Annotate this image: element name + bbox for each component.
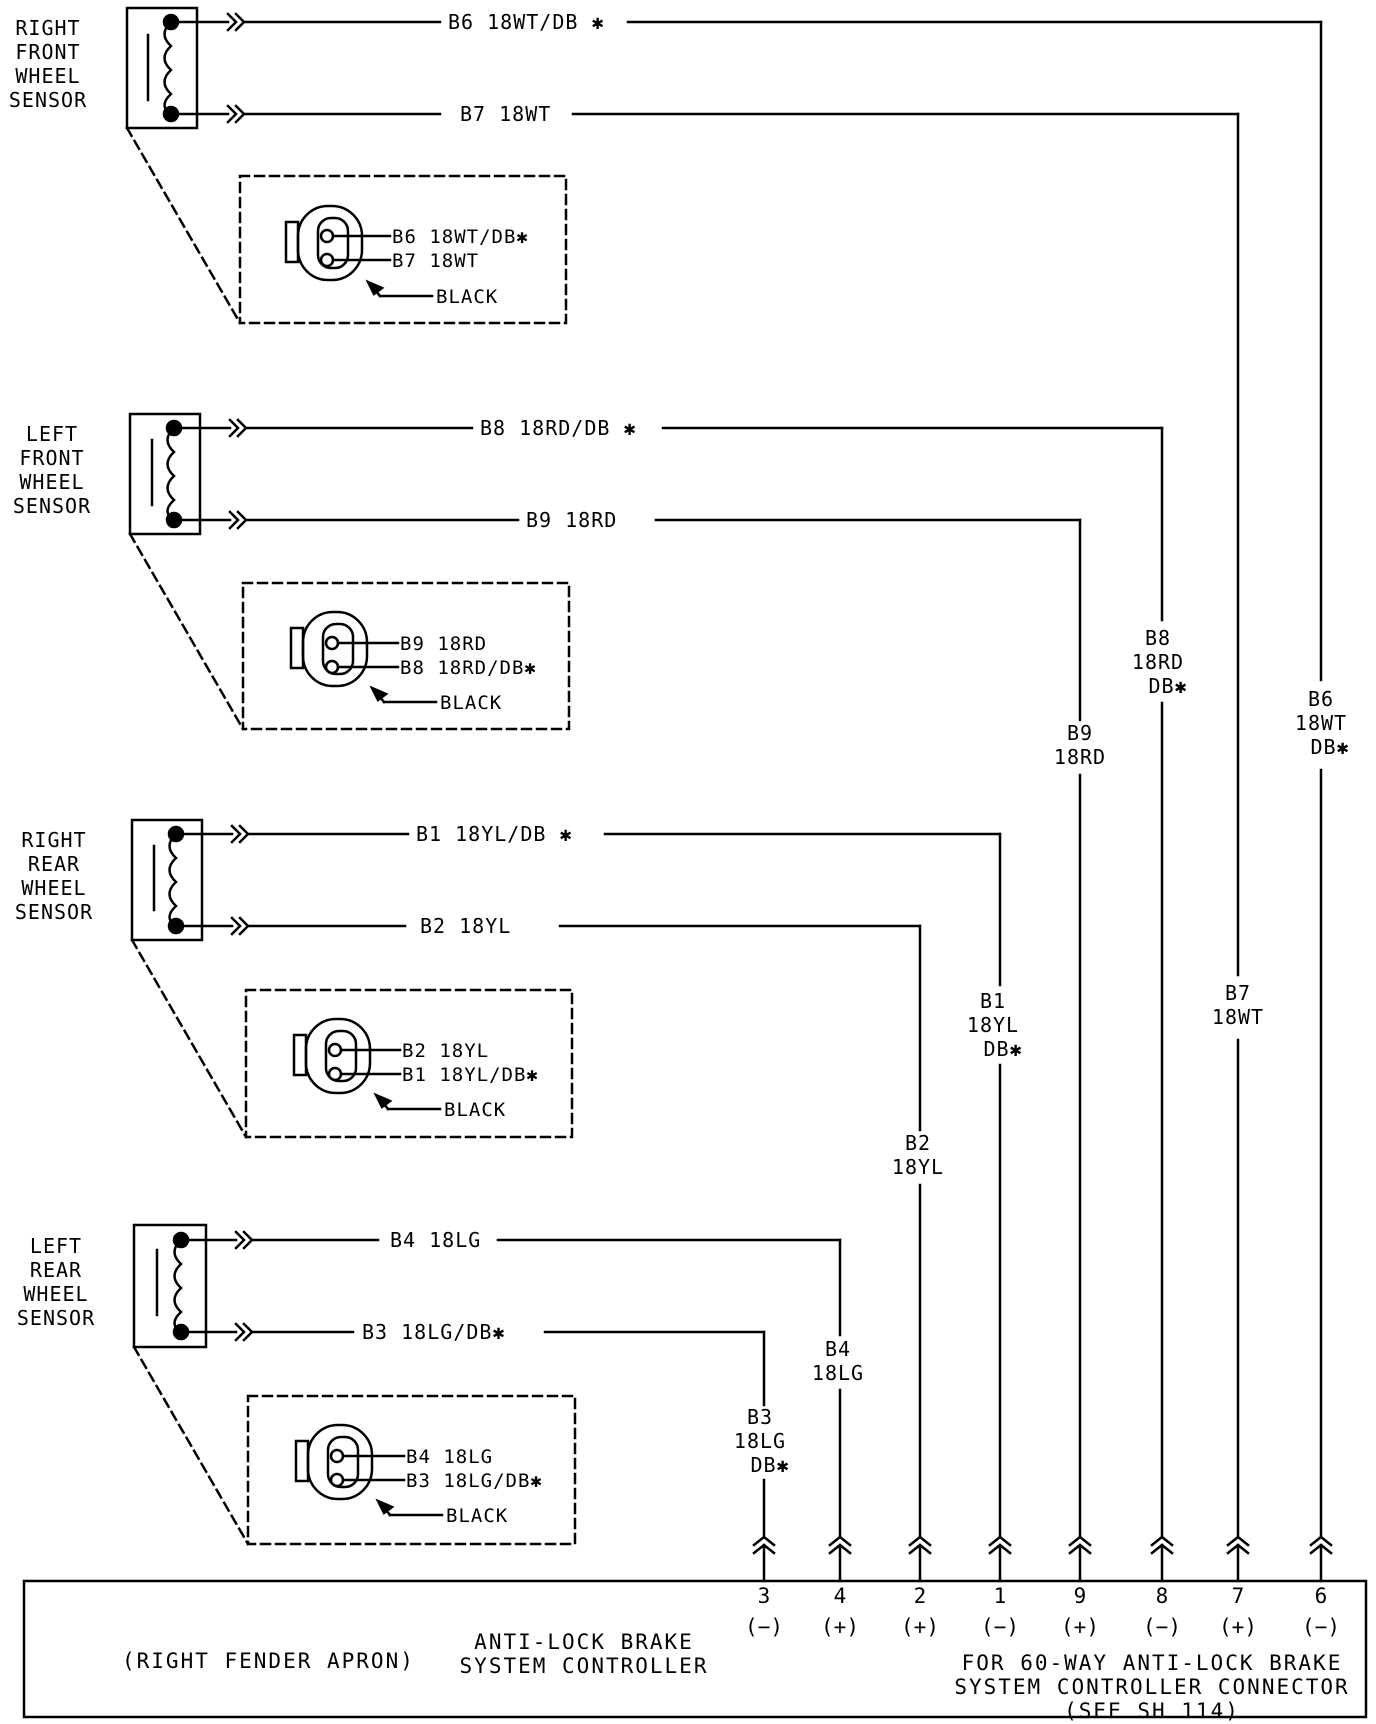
sensor-name-line: REAR [28,852,80,876]
drop-label: DB✱ [983,1037,1022,1061]
controller-name-line: ANTI-LOCK BRAKE [474,1630,694,1654]
controller-note-line: FOR 60-WAY ANTI-LOCK BRAKE [962,1651,1343,1675]
drop-label: 18RD [1054,745,1106,769]
wire-label: B3 18LG/DB✱ [362,1320,505,1344]
pin-polarity: (−) [1302,1615,1340,1639]
pin-polarity: (−) [981,1615,1019,1639]
sensor-name-line: RIGHT [21,828,86,852]
drop-label: 18YL [892,1155,944,1179]
drop-label: B7 [1225,981,1251,1005]
connector-wire-label: B6 18WT/DB✱ [392,226,529,248]
drop-label: 18YL [967,1013,1019,1037]
connector-pin-markers [752,1535,1333,1583]
sensor-name-line: SENSOR [13,494,91,518]
connector-wire-label: B9 18RD [400,633,487,655]
pin-number: 6 [1315,1584,1328,1608]
drop-label: B6 [1308,687,1334,711]
sensor-name-left-front: LEFT FRONT WHEEL SENSOR [13,422,91,518]
connector-wire-label: B7 18WT [392,250,479,272]
connector-wire-label: B8 18RD/DB✱ [400,657,537,679]
wire-label: B2 18YL [420,914,511,938]
sensor-name-line: RIGHT [15,16,80,40]
drop-label: 18LG [734,1429,786,1453]
controller-name-line: SYSTEM CONTROLLER [460,1654,709,1678]
connector-color-label: BLACK [436,286,498,308]
pin-polarity: (−) [1143,1615,1181,1639]
connector-color-label: BLACK [446,1505,508,1527]
sensor-name-line: WHEEL [21,876,86,900]
sensor-name-line: LEFT [30,1234,82,1258]
wire-labels: B6 18WT/DB ✱ B7 18WT B8 18RD/DB ✱ B9 18R… [362,10,637,1344]
sensor-name-line: SENSOR [9,88,87,112]
connector-pins: 3 (−) 4 (+) 2 (+) 1 (−) 9 (+) 8 (−) 7 (+… [745,1584,1340,1639]
sensor-name-right-rear: RIGHT REAR WHEEL SENSOR [15,828,93,924]
drop-label: DB✱ [1310,735,1349,759]
wire-label: B4 18LG [390,1228,481,1252]
drop-label: DB✱ [1148,674,1187,698]
pin-polarity: (+) [1061,1615,1099,1639]
left-front-wheel-sensor [128,412,1164,1539]
controller-note-line: SYSTEM CONTROLLER CONNECTOR [954,1675,1349,1699]
connector-color-label: BLACK [440,692,502,714]
anti-lock-brake-controller-box [22,1579,1368,1719]
drop-label: 18RD [1132,650,1184,674]
sensor-name-line: LEFT [26,422,78,446]
left-rear-wheel-sensor [132,1223,842,1546]
pin-polarity: (+) [821,1615,859,1639]
pin-number: 2 [914,1584,927,1608]
connector-wire-label: B2 18YL [402,1040,489,1062]
sensor-name-line: WHEEL [23,1282,88,1306]
controller-note-line: (SEE SH 114) [1064,1699,1240,1723]
sensor-name-line: WHEEL [15,64,80,88]
drop-label: 18WT [1295,711,1347,735]
pin-polarity: (−) [745,1615,783,1639]
pin-number: 8 [1156,1584,1169,1608]
right-front-wheel-sensor [125,6,1323,1539]
connector-wire-label: B4 18LG [406,1446,493,1468]
connector-wire-label: B3 18LG/DB✱ [406,1470,543,1492]
sensor-name-left-rear: LEFT REAR WHEEL SENSOR [17,1234,95,1330]
drop-label: B8 [1145,626,1171,650]
pin-number: 7 [1232,1584,1245,1608]
sensor-name-line: SENSOR [15,900,93,924]
sensor-name-right-front: RIGHT FRONT WHEEL SENSOR [9,16,87,112]
pin-polarity: (+) [1219,1615,1257,1639]
drop-label: B9 [1067,721,1093,745]
connector-wire-label: B1 18YL/DB✱ [402,1064,539,1086]
drop-label: DB✱ [750,1453,789,1477]
wire-label: B6 18WT/DB ✱ [448,10,605,34]
wire-label: B7 18WT [460,102,551,126]
sensor-name-line: FRONT [15,40,80,64]
pin-number: 9 [1074,1584,1087,1608]
pin-number: 1 [994,1584,1007,1608]
drop-label: B1 [980,989,1006,1013]
pin-number: 3 [758,1584,771,1608]
connector-labels: B6 18WT/DB✱ B7 18WT BLACK B9 18RD B8 18R… [392,226,543,1527]
sensor-name-line: SENSOR [17,1306,95,1330]
drop-label: 18WT [1212,1005,1264,1029]
right-rear-wheel-sensor [130,818,1002,1539]
wire-label: B9 18RD [526,508,617,532]
sensor-name-line: WHEEL [19,470,84,494]
wire-label: B8 18RD/DB ✱ [480,416,637,440]
drop-label: B2 [905,1131,931,1155]
sensor-name-line: FRONT [19,446,84,470]
pin-number: 4 [834,1584,847,1608]
drop-labels: B6 18WT DB✱ B7 18WT B8 18RD DB✱ B9 18RD … [734,626,1349,1477]
drop-label: B3 [747,1405,773,1429]
drop-label: 18LG [812,1361,864,1385]
controller-labels: (RIGHT FENDER APRON) ANTI-LOCK BRAKE SYS… [122,1630,1349,1723]
drop-label: B4 [825,1337,851,1361]
connector-color-label: BLACK [444,1099,506,1121]
wire-label: B1 18YL/DB ✱ [416,822,573,846]
controller-location: (RIGHT FENDER APRON) [122,1649,415,1673]
pin-polarity: (+) [901,1615,939,1639]
sensor-body [125,6,199,130]
sensor-name-line: REAR [30,1258,82,1282]
